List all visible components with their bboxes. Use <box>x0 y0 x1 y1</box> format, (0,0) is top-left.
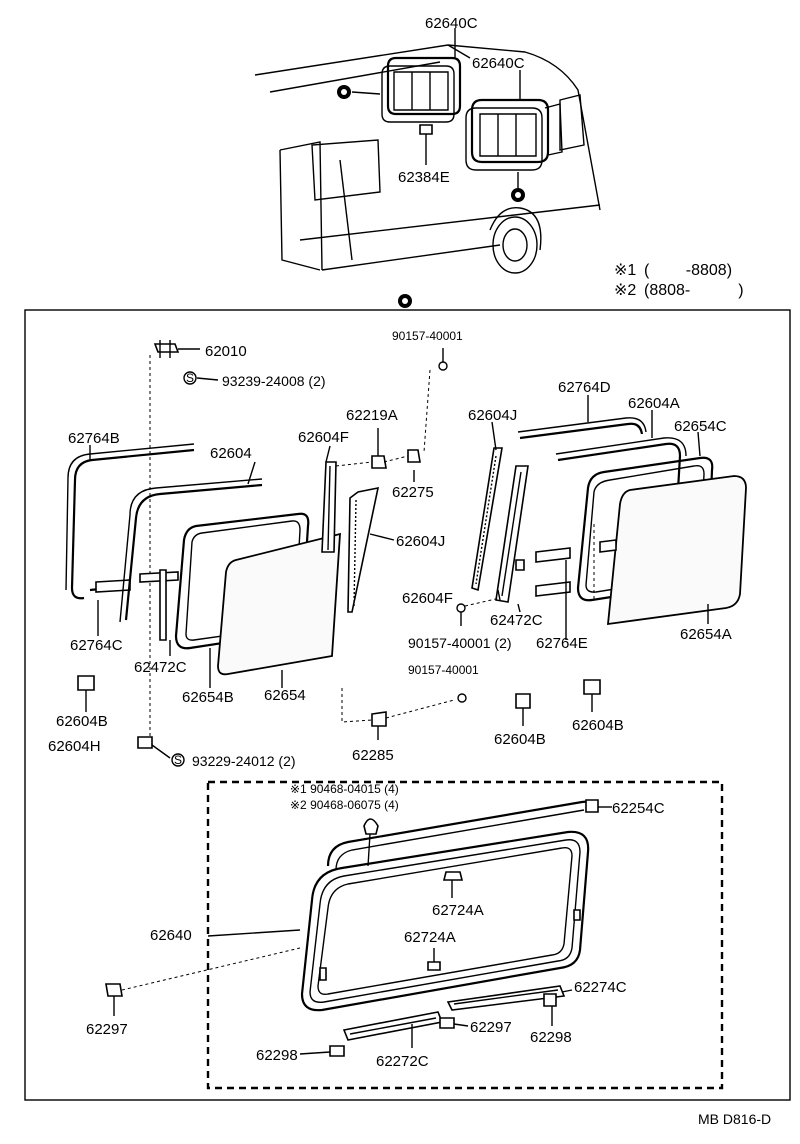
label-run-inner: 62604 <box>210 445 252 462</box>
legend-note1-text: ( -8808) <box>644 262 732 279</box>
label-run-outer: 62764B <box>68 430 120 447</box>
label-screw-bottom: 93229-24012 (2) <box>192 753 296 769</box>
label-channel-left: 62472C <box>134 659 187 676</box>
label-bolt-top: 62010 <box>205 343 247 360</box>
label-stopper-lower: 62604H <box>48 738 101 755</box>
label-channel-vertical-left: 62604F <box>298 429 349 446</box>
legend-note1-mark: ※1 <box>614 262 636 279</box>
vehicle-window-right <box>465 98 550 171</box>
label-stopper-left: 62604B <box>56 713 108 730</box>
label-bolt-mid-top: 90157-40001 <box>392 329 463 343</box>
label-clip-outside: 62297 <box>86 1021 128 1038</box>
label-frame-right: 62654C <box>674 418 727 435</box>
label-clip-inner: 62297 <box>470 1019 512 1036</box>
label-glass-right: 62654A <box>680 626 732 643</box>
svg-text:S: S <box>174 753 182 767</box>
detail-frame <box>24 309 791 1101</box>
label-vehicle-frame-left: 62640C <box>425 15 478 32</box>
right-window-group <box>456 395 747 726</box>
label-bolt-right: 90157-40001 (2) <box>408 635 512 651</box>
label-run-lower: 62764C <box>70 637 123 654</box>
legend-note2-text: (8808- ) <box>644 282 744 299</box>
label-stopper-right-left: 62604B <box>494 731 546 748</box>
label-vehicle-frame-right: 62640C <box>472 55 525 72</box>
label-stopper-right-right: 62604B <box>572 717 624 734</box>
label-cap-right: 62298 <box>530 1029 572 1046</box>
label-rail-left: 62272C <box>376 1053 429 1070</box>
label-frame-left: 62654B <box>182 689 234 706</box>
vehicle-overview <box>254 44 601 274</box>
label-cap-left: 62298 <box>256 1047 298 1064</box>
legend-note2-mark: ※2 <box>614 282 636 299</box>
lower-assembly <box>105 799 612 1057</box>
label-note2-screw: ※2 90468-06075 (4) <box>290 798 399 812</box>
footer-code: MB D816-D <box>698 1111 771 1127</box>
label-latch: 62219A <box>346 407 398 424</box>
label-vehicle-clip: 62384E <box>398 169 450 186</box>
label-assembly: 62640 <box>150 927 192 944</box>
label-bolt-mid-bottom: 90157-40001 <box>408 663 479 677</box>
left-window-group: S <box>65 340 467 767</box>
label-moulding-top: 62254C <box>612 800 665 817</box>
legend: ※1 ( -8808) ※2 (8808- ) <box>614 262 744 299</box>
label-clip-upper: 62724A <box>432 902 484 919</box>
label-run-lower-right: 62764E <box>536 635 588 652</box>
label-strip-vertical-right: 62604J <box>468 407 517 424</box>
label-latch-plate: 62275 <box>392 484 434 501</box>
vehicle-window-left <box>381 56 462 123</box>
label-run-top-right: 62764D <box>558 379 611 396</box>
label-rail-right: 62274C <box>574 979 627 996</box>
label-glass-left: 62654 <box>264 687 306 704</box>
assembly-box <box>206 780 724 1090</box>
label-channel-vertical-right: 62604F <box>402 590 453 607</box>
label-clip-lower: 62724A <box>404 929 456 946</box>
label-run-upper-right: 62604A <box>628 395 680 412</box>
label-channel-right: 62472C <box>490 612 543 629</box>
label-weatherstrip-left: 62604J <box>396 533 445 550</box>
vehicle-callouts <box>337 28 525 202</box>
svg-text:S: S <box>186 371 194 385</box>
label-screw-top: 93239-24008 (2) <box>222 373 326 389</box>
label-note1-screw: ※1 90468-04015 (4) <box>290 782 399 796</box>
label-guide: 62285 <box>352 747 394 764</box>
